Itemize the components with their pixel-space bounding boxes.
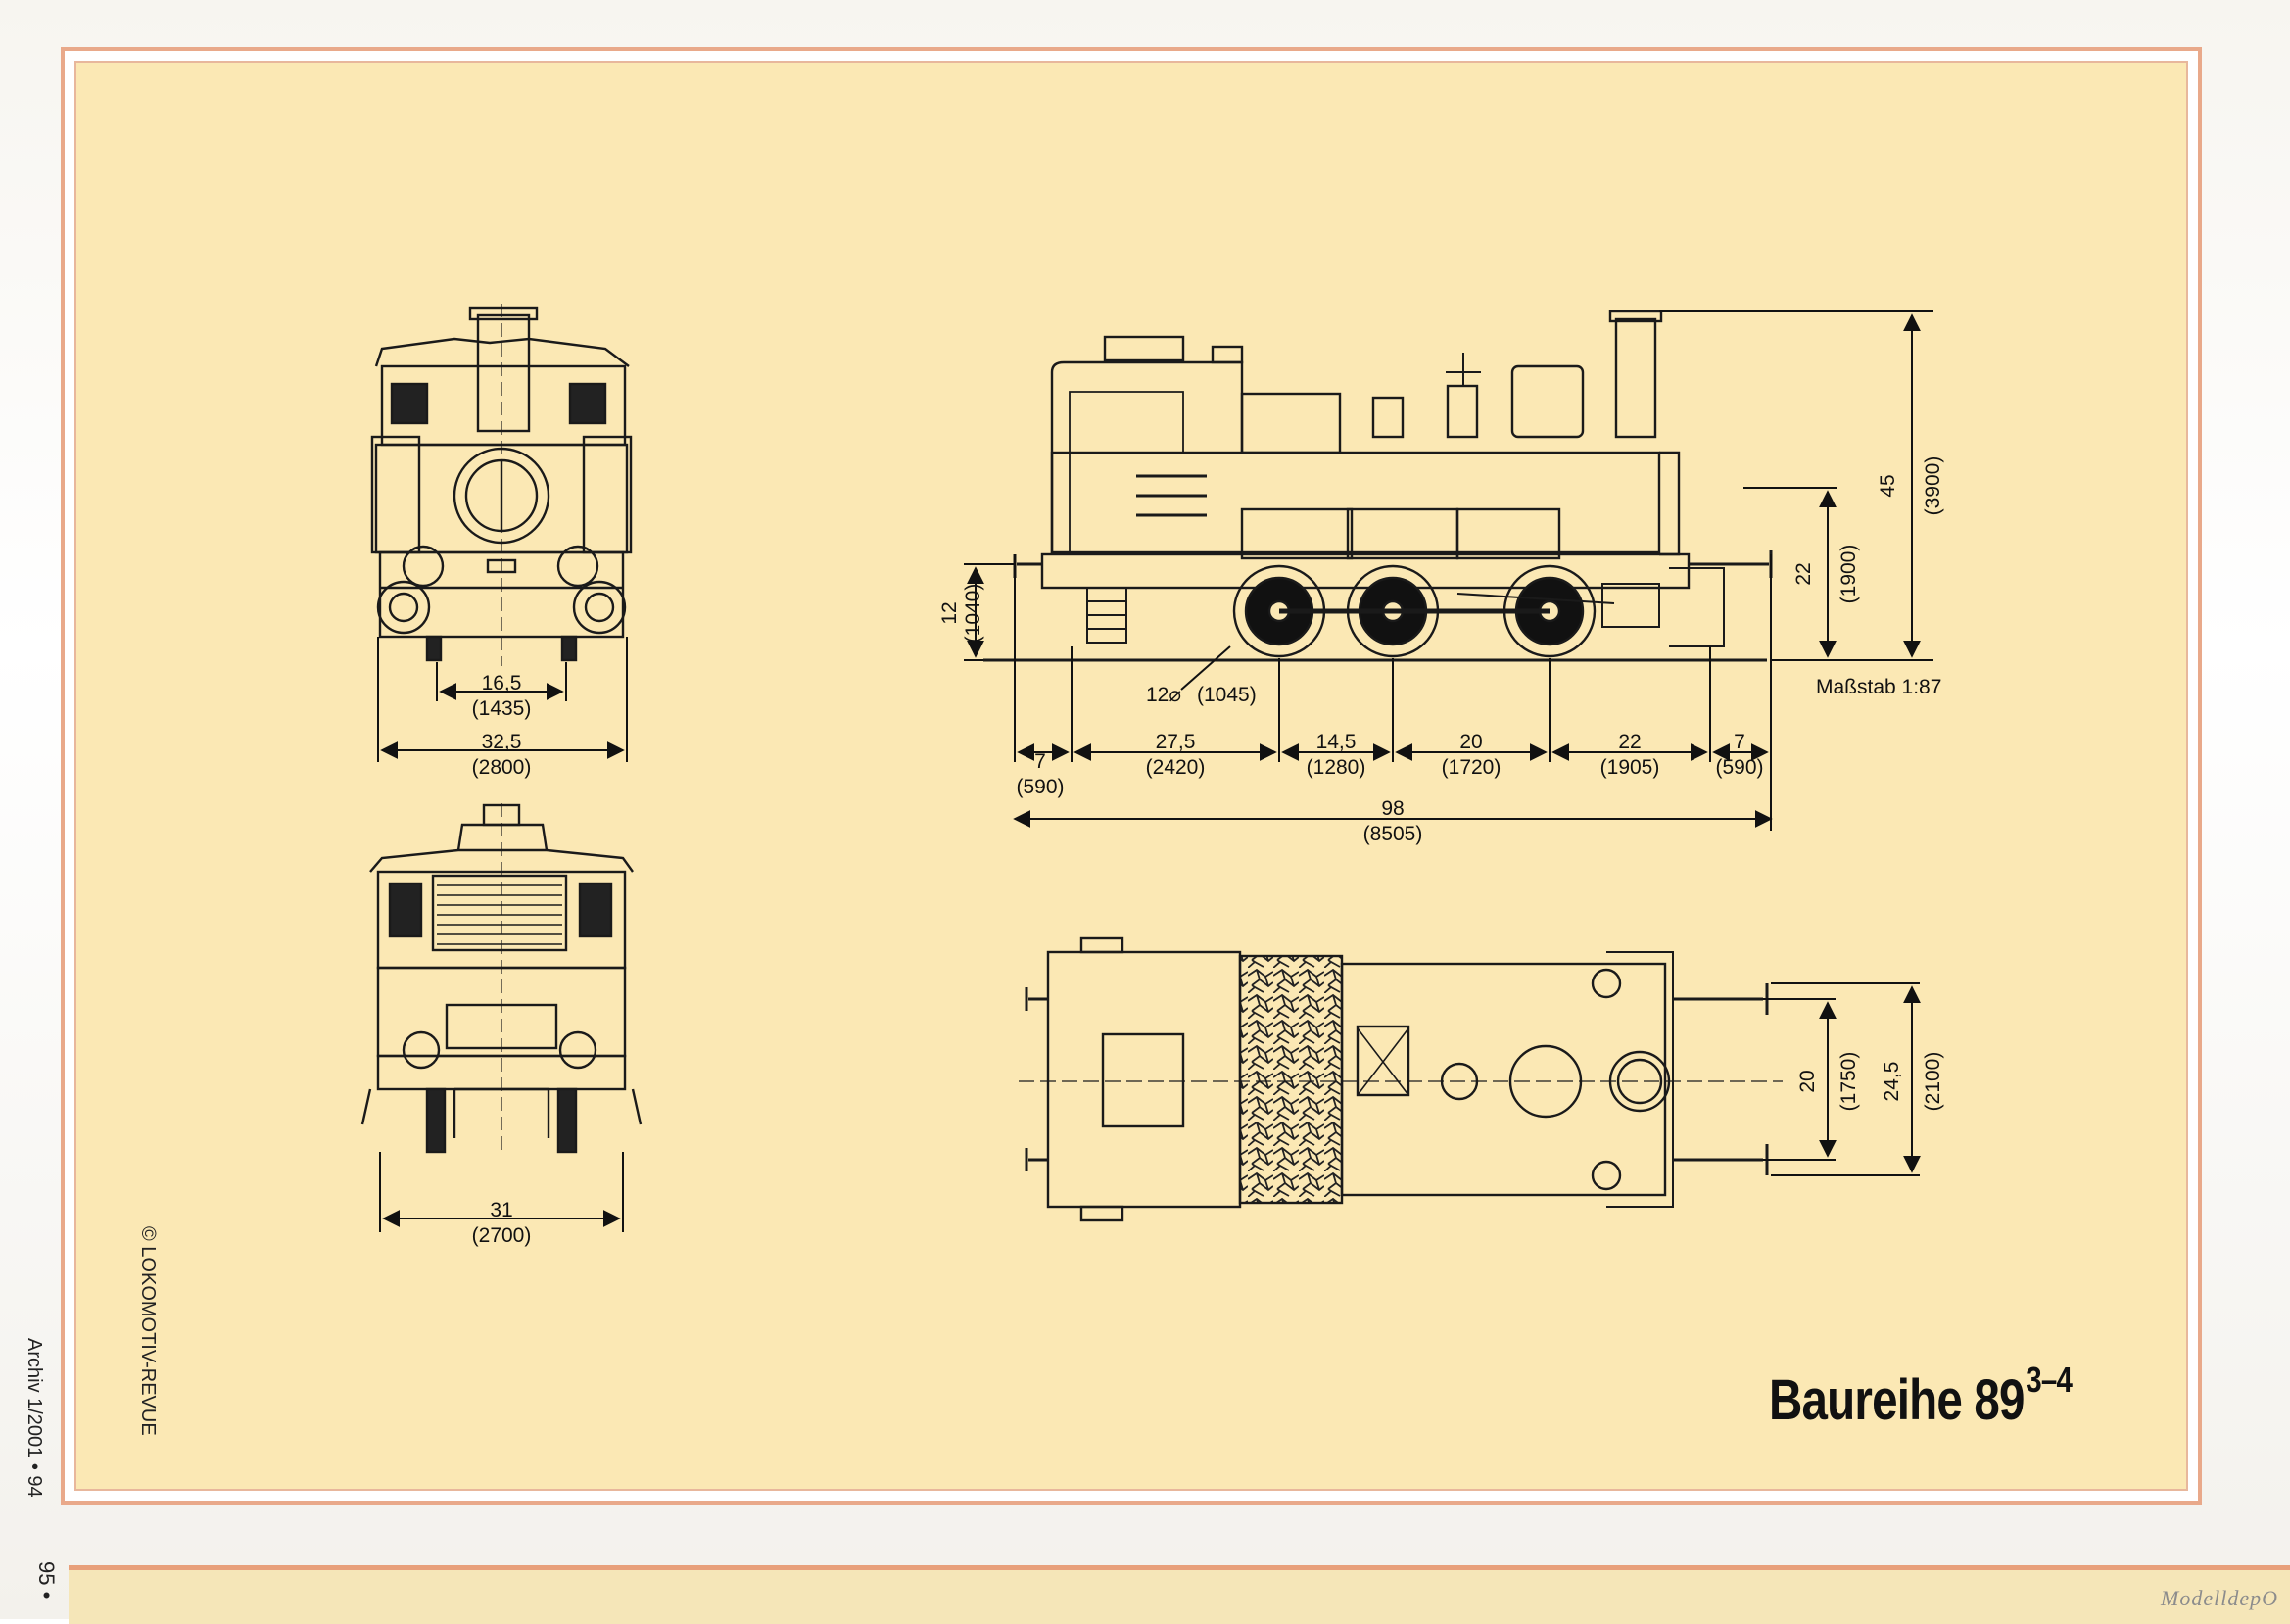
track-gauge-label: 16,5: [482, 672, 522, 694]
segment-4-label: 20: [1459, 731, 1482, 753]
steam-dome: [1510, 364, 1585, 439]
watermark: ModelldepO: [2161, 1586, 2278, 1610]
boiler-top: [1340, 962, 1667, 1197]
front-window-left: [390, 382, 429, 425]
axis-height-mm-label: (1900): [1837, 545, 1860, 604]
segment-5-mm-label: (1905): [1600, 756, 1660, 779]
top-outer-width-mm-label: (2100): [1922, 1052, 1944, 1112]
cab-steps: [1086, 588, 1127, 644]
cab: [1050, 360, 1244, 554]
segment-3-mm-label: (1280): [1307, 756, 1366, 779]
side-dimensions: [964, 310, 1933, 831]
rear-width-mm-label: (2700): [472, 1224, 532, 1247]
front-lamp-left: [402, 545, 445, 588]
front-buffer-left: [376, 580, 431, 635]
segment-2-mm-label: (2420): [1146, 756, 1206, 779]
rear-coal-grille: [431, 874, 568, 952]
track-gauge-mm-label: (1435): [472, 697, 532, 720]
segment-6-label: 7: [1734, 731, 1745, 753]
front-window-right: [568, 382, 607, 425]
drawing-title-superscript: 3–4: [2026, 1360, 2073, 1400]
next-page-strip: [69, 1565, 2290, 1624]
buffer-height-label: 12: [938, 601, 961, 624]
total-length-label: 98: [1381, 797, 1404, 820]
total-height-mm-label: (3900): [1922, 456, 1944, 516]
side-view: [983, 310, 1773, 662]
sand-dome: [1371, 396, 1405, 439]
top-rear-buffers: [1025, 987, 1048, 1171]
rear-lamp-right: [558, 1030, 597, 1070]
top-front-buffers: [1673, 983, 1769, 1175]
front-cab-roof: [374, 337, 630, 367]
segment-3-label: 14,5: [1316, 731, 1357, 753]
top-inner-width-mm-label: (1750): [1837, 1052, 1860, 1112]
chimney: [476, 313, 531, 433]
scale-label: Maßstab 1:87: [1816, 676, 1941, 698]
rear-window-right: [578, 882, 613, 938]
segment-2-label: 27,5: [1156, 731, 1196, 753]
side-chimney: [1614, 317, 1657, 439]
drawing-title-text: Baureihe 89: [1769, 1368, 2025, 1432]
top-dimensions: [1763, 982, 1921, 1176]
wheel-diameter-mm-label: (1045): [1197, 684, 1257, 706]
front-width-label: 32,5: [482, 731, 522, 753]
front-view: [370, 304, 633, 666]
front-buffer: [1689, 550, 1773, 578]
segment-4-mm-label: (1720): [1442, 756, 1502, 779]
boiler-tank: [1050, 451, 1661, 554]
segment-5-label: 22: [1618, 731, 1641, 753]
top-outer-width-label: 24,5: [1881, 1062, 1903, 1102]
segment-6-mm-label: (590): [1715, 756, 1763, 779]
top-view: [1019, 936, 1783, 1222]
rear-lamp-left: [402, 1030, 441, 1070]
rear-bunker-top: [456, 823, 549, 851]
segment-1-label: 7: [1034, 750, 1046, 773]
front-dimensions: [377, 637, 628, 762]
drawing-sheet-paper: [74, 61, 2188, 1491]
side-tank: [1240, 392, 1342, 454]
wheel-diameter-label: 12⌀: [1146, 684, 1181, 706]
segment-1-mm-label: (590): [1016, 776, 1064, 798]
front-width-mm-label: (2800): [472, 756, 532, 779]
rear-dimensions: [379, 1152, 624, 1232]
drawing-title: Baureihe 893–4: [1769, 1360, 2073, 1433]
drawing-sheet: [61, 47, 2202, 1505]
front-lamp-right: [556, 545, 599, 588]
coal-bunker: [1238, 954, 1344, 1205]
rear-window-left: [388, 882, 423, 938]
rear-view: [360, 803, 643, 1156]
rear-buffer: [1013, 554, 1042, 578]
axis-height-label: 22: [1792, 562, 1815, 585]
cab-roof-vent: [1103, 335, 1185, 362]
rear-width-label: 31: [490, 1199, 512, 1221]
cab-roof-top: [1046, 950, 1242, 1209]
total-length-mm-label: (8505): [1363, 823, 1423, 845]
top-inner-width-label: 20: [1796, 1070, 1819, 1092]
total-height-label: 45: [1877, 474, 1899, 497]
buffer-height-mm-label: (1040): [962, 584, 984, 644]
front-buffer-right: [572, 580, 627, 635]
frame: [1040, 552, 1691, 590]
